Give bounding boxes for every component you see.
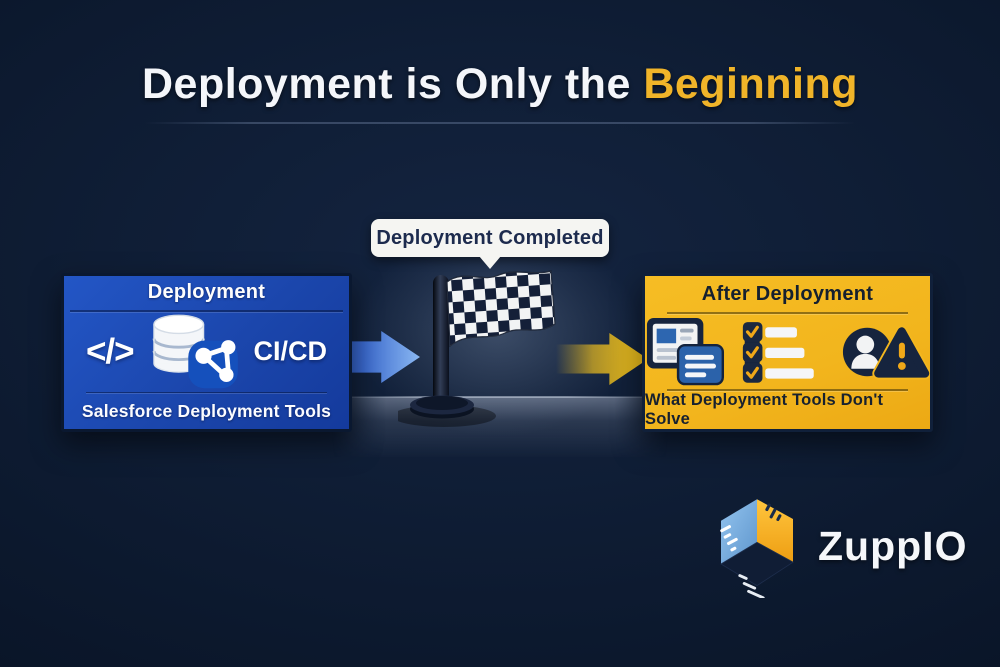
divider — [667, 389, 908, 391]
window-card-icon — [646, 317, 725, 385]
title-accent: Beginning — [643, 60, 859, 108]
user-alert-icon — [843, 324, 930, 380]
deployment-box-footer: Salesforce Deployment Tools — [81, 400, 332, 421]
divider — [667, 312, 908, 314]
deployment-icon-row: </> CI/CD — [64, 312, 349, 392]
brand-logo: ZuppIO — [712, 494, 967, 598]
cube-logo-icon — [720, 499, 794, 598]
database-branch-icon — [152, 314, 238, 388]
after-box-footer: What Deployment Tools Don't Solve — [645, 391, 884, 428]
after-deployment-box: After Deployment — [642, 273, 933, 432]
stage-floor — [332, 397, 668, 457]
bubble-tail — [479, 256, 501, 269]
title-divider — [145, 122, 855, 124]
deployment-box-header: Deployment — [147, 281, 266, 304]
page-title: Deployment is Only the Beginning — [0, 60, 1000, 109]
divider — [86, 391, 327, 394]
milestone-label: Deployment Completed — [376, 226, 604, 249]
deployment-box: Deployment </> — [61, 273, 352, 432]
checklist-icon — [742, 321, 814, 383]
after-box-header: After Deployment — [701, 282, 874, 305]
after-icon-row — [645, 314, 930, 389]
stage-floor-edge — [332, 396, 668, 398]
divider — [70, 309, 343, 312]
brand-name: ZuppIO — [818, 522, 968, 569]
cicd-label: CI/CD — [253, 336, 328, 367]
title-main: Deployment is Only the — [141, 60, 631, 108]
code-icon: </> — [85, 331, 135, 371]
milestone-bubble: Deployment Completed — [371, 219, 609, 269]
checkered-flag-icon — [398, 270, 556, 427]
